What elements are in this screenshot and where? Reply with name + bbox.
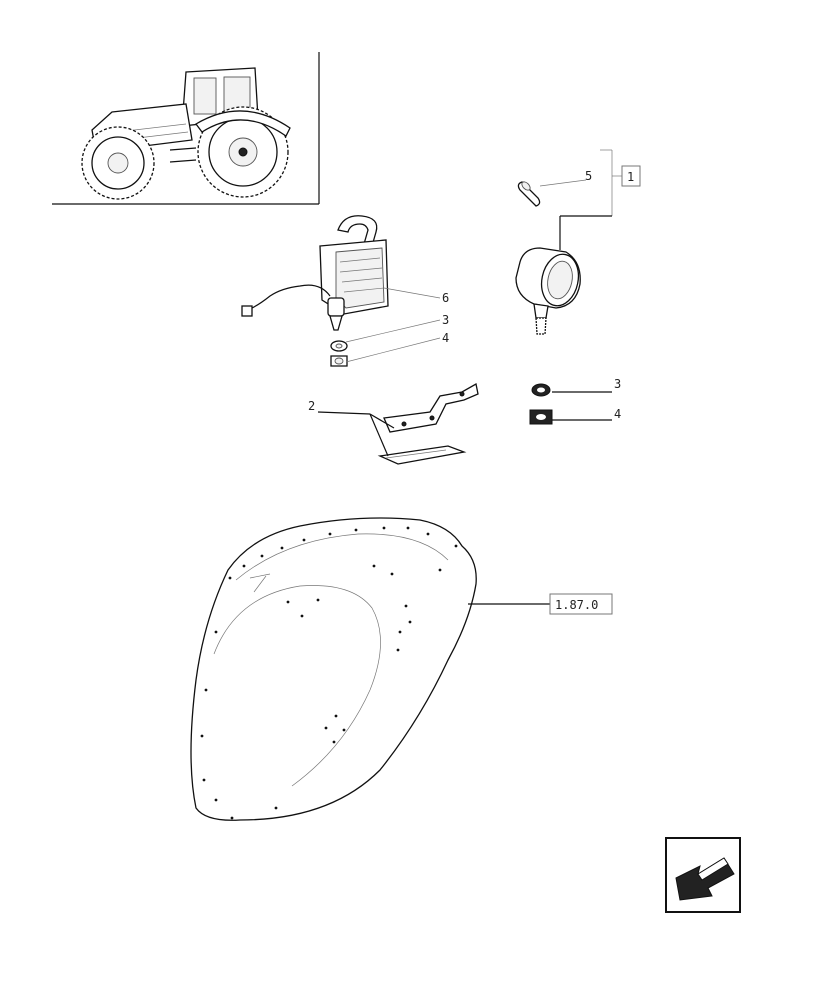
callout-6: 6: [442, 291, 449, 305]
fender-ref-box: [549, 593, 613, 615]
callout-3a: 3: [442, 313, 449, 327]
nav-arrow-icon[interactable]: [665, 837, 741, 913]
leader-6: [383, 287, 441, 299]
callout-3b: 3: [614, 377, 621, 391]
leader-2: [317, 411, 371, 415]
lamp-nut-icon: [330, 355, 348, 367]
group-bracket: [559, 149, 641, 250]
round-lamp-washer-icon: [531, 383, 551, 397]
callout-4b: 4: [614, 407, 621, 421]
bracket-icon: [377, 382, 479, 465]
leader-2b: [369, 413, 389, 457]
leader-5: [539, 179, 587, 187]
callout-group-ref: 1: [627, 170, 634, 184]
callout-5: 5: [585, 169, 592, 183]
pin-icon: [517, 181, 541, 207]
callout-2: 2: [308, 399, 315, 413]
leader-4a: [345, 337, 441, 363]
fender-icon: [190, 517, 477, 821]
leader-3a: [345, 319, 441, 343]
leader-2a: [369, 413, 395, 429]
callout-4a: 4: [442, 331, 449, 345]
lamp-washer-icon: [330, 340, 348, 352]
tractor-thumbnail: [52, 52, 320, 205]
round-lamp-icon: [515, 247, 581, 335]
callout-fender-ref: 1.87.0: [555, 598, 598, 612]
work-lamp-icon: [241, 215, 389, 331]
round-lamp-nut-icon: [529, 409, 553, 425]
